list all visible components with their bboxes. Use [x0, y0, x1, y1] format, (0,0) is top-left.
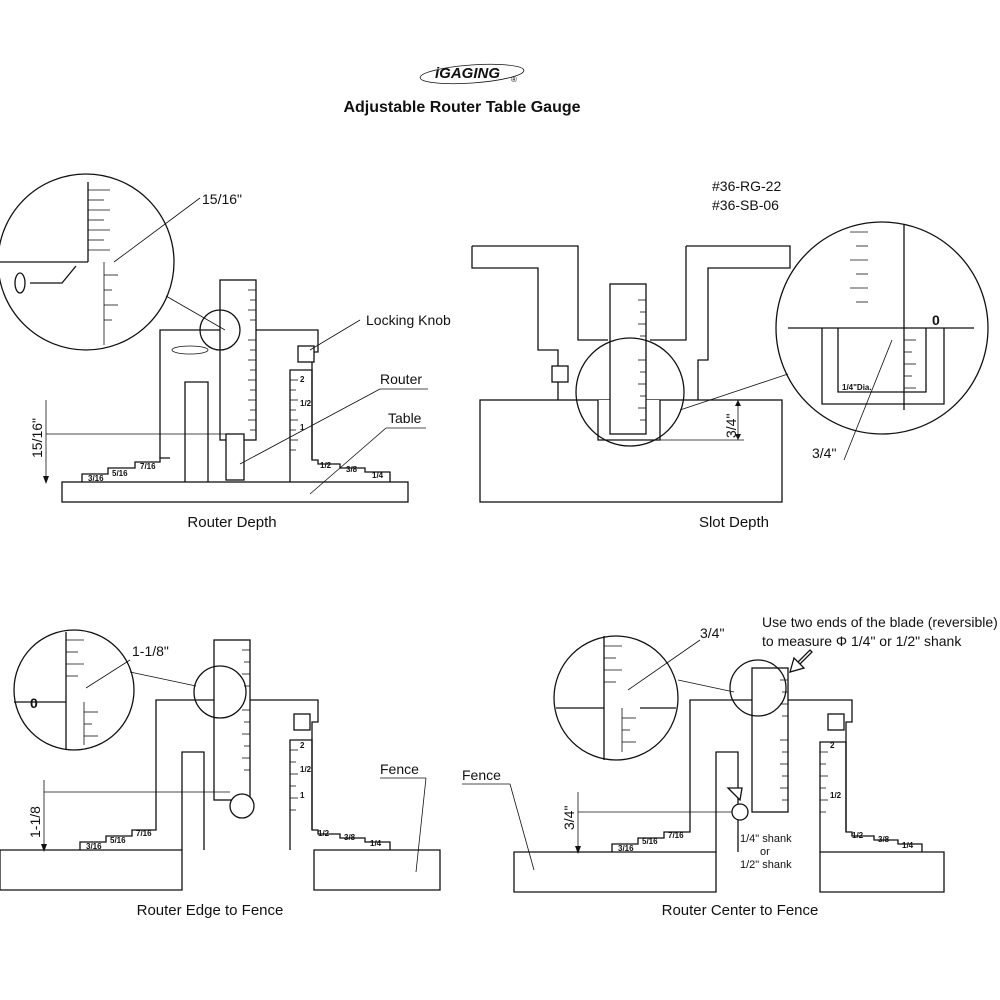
dimension-15-16: 15/16"	[29, 418, 45, 458]
panel-router-depth: 3/16 5/16 7/16 1/2 3/8 1/4 1/2	[0, 173, 451, 531]
label-locking-knob: Locking Knob	[366, 312, 451, 328]
step-label: 1/4	[370, 839, 382, 848]
shank-half: 1/2" shank	[740, 859, 792, 871]
router-bit-edge	[229, 793, 255, 819]
label-fence-edge: Fence	[380, 761, 419, 777]
model-number-1: #36-RG-22	[712, 178, 781, 194]
dimension-3-4-center: 3/4"	[561, 806, 577, 830]
scale-mark: 1	[300, 423, 305, 432]
callout-1-1-8: 1-1/8"	[132, 643, 169, 659]
step-label: 5/16	[112, 469, 128, 478]
scale-mark: 2	[300, 741, 305, 750]
step-label: 3/8	[878, 835, 890, 844]
edge-blade	[213, 639, 251, 801]
callout-3-4: 3/4"	[812, 445, 836, 461]
scale-mark: 2	[830, 741, 835, 750]
reversible-note-line1: Use two ends of the blade (reversible)	[762, 614, 998, 630]
step-label: 5/16	[642, 837, 658, 846]
model-number-2: #36-SB-06	[712, 197, 779, 213]
callout-15-16: 15/16"	[202, 191, 242, 207]
step-label: 3/8	[344, 833, 356, 842]
step-label: 1/2	[318, 829, 330, 838]
magnifier-router-center	[553, 635, 679, 761]
reversible-note-line2: to measure Φ 1/4" or 1/2" shank	[762, 633, 962, 649]
step-label: 7/16	[668, 831, 684, 840]
step-label: 3/16	[86, 842, 102, 851]
magnifier-router-edge	[13, 629, 135, 751]
scale-mark: 1/2	[300, 399, 312, 408]
step-label: 1/2	[852, 831, 864, 840]
slot-blade	[609, 283, 647, 435]
dia-label: 1/4"Dia.	[842, 383, 872, 392]
body-scale	[290, 379, 298, 451]
step-label: 3/16	[618, 844, 634, 853]
router-bit	[225, 433, 245, 481]
table-surface	[61, 481, 409, 503]
scale-mark: 1/2	[830, 791, 842, 800]
caption-router-depth: Router Depth	[187, 514, 276, 531]
shank-circle	[731, 803, 749, 821]
panel-slot-depth: 0 1/4"Dia. 3/4" 3/4" Slot Depth	[471, 221, 989, 531]
dimension-1-1-8: 1-1/8	[27, 806, 43, 838]
callout-3-4-center: 3/4"	[700, 625, 724, 641]
brand-name: iGAGING	[435, 65, 500, 82]
scale-mark: 1/2	[300, 765, 312, 774]
label-router: Router	[380, 371, 422, 387]
dimension-3-4: 3/4"	[723, 414, 739, 438]
step-label: 7/16	[136, 829, 152, 838]
step-label: 3/16	[88, 474, 104, 483]
svg-text:0: 0	[932, 312, 940, 328]
shank-or: or	[760, 846, 770, 858]
label-table: Table	[388, 410, 422, 426]
step-label: 1/4	[372, 471, 384, 480]
step-label: 5/16	[110, 836, 126, 845]
brand-logo: iGAGING ®	[419, 63, 525, 85]
blade-ticks	[248, 289, 256, 431]
arrow-pointer-icon	[789, 649, 813, 673]
svg-text:0: 0	[30, 695, 38, 711]
registered-mark: ®	[511, 75, 517, 84]
step-label: 3/8	[346, 465, 358, 474]
caption-router-center: Router Center to Fence	[662, 902, 819, 919]
shank-quarter: 1/4" shank	[740, 833, 792, 845]
caption-router-edge: Router Edge to Fence	[137, 902, 284, 919]
scale-mark: 2	[300, 375, 305, 384]
locking-knob	[297, 345, 315, 363]
step-label: 1/2	[320, 461, 332, 470]
page-title: Adjustable Router Table Gauge	[343, 99, 580, 116]
label-fence-center: Fence	[462, 767, 501, 783]
caption-slot-depth: Slot Depth	[699, 514, 769, 531]
step-label: 1/4	[902, 841, 914, 850]
panel-router-edge: 3/16 5/16 7/16 1/2 3/8 1/4 2 1/2 1	[0, 629, 441, 919]
scale-mark: 1	[300, 791, 305, 800]
step-label: 7/16	[140, 462, 156, 471]
panel-router-center: 3/16 5/16 7/16 1/2 3/8 1/4 2 1/2	[462, 614, 998, 919]
